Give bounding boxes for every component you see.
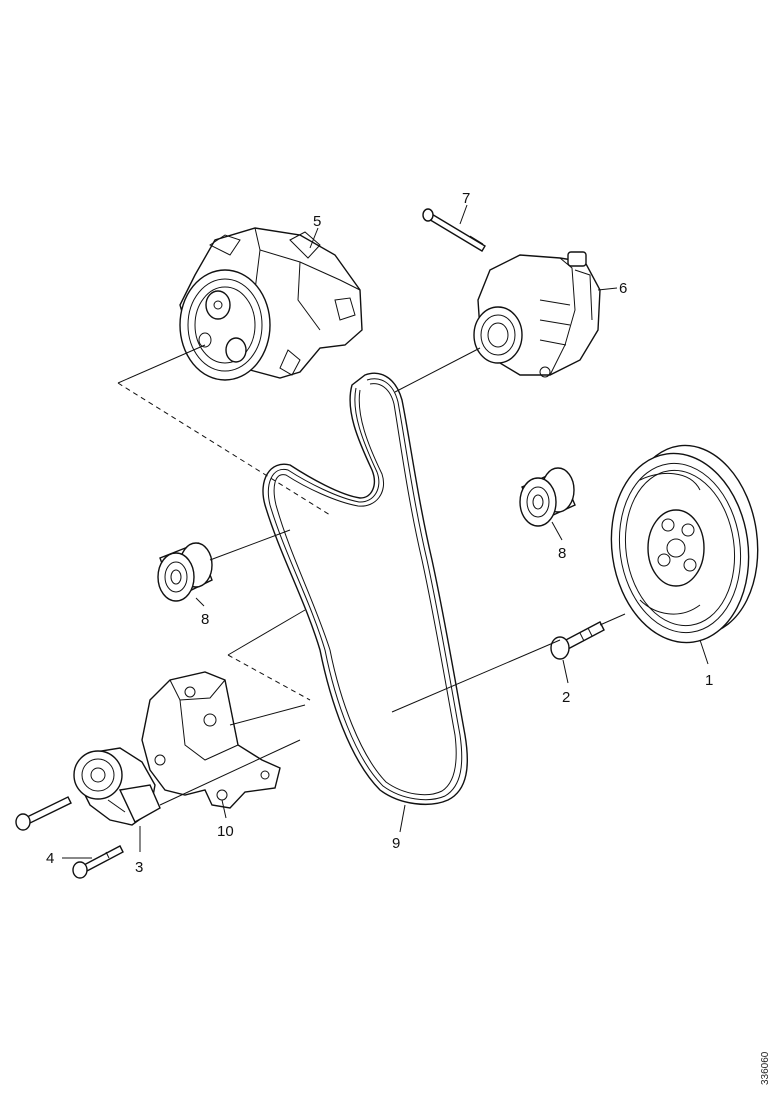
callout-10: 10 bbox=[217, 823, 234, 840]
part-5-label: 5 bbox=[309, 213, 321, 249]
callout-5: 5 bbox=[313, 213, 321, 230]
callout-7: 7 bbox=[462, 190, 470, 207]
part-4-bolts bbox=[15, 796, 124, 879]
part-8-right-label: 8 bbox=[551, 521, 566, 562]
part-1-label: 1 bbox=[699, 639, 713, 689]
callout-2: 2 bbox=[562, 689, 570, 706]
part-8-idler-pulley-left bbox=[157, 542, 213, 602]
part-7-label: 7 bbox=[459, 190, 470, 225]
part-2-label: 2 bbox=[562, 659, 570, 706]
alignment-lines bbox=[117, 344, 626, 806]
callout-9: 9 bbox=[392, 835, 400, 852]
part-1-crankshaft-pulley bbox=[610, 444, 759, 644]
reference-code: 336060 bbox=[760, 1051, 771, 1085]
callout-4: 4 bbox=[46, 850, 54, 867]
part-4-label: 4 bbox=[46, 850, 92, 867]
part-7-bolt bbox=[422, 208, 486, 252]
part-8-idler-pulley-right bbox=[519, 467, 576, 527]
callout-6: 6 bbox=[619, 280, 627, 297]
part-9-label: 9 bbox=[392, 804, 406, 852]
part-6-alternator bbox=[473, 251, 601, 378]
part-9-drive-belt bbox=[262, 372, 468, 805]
part-10-label: 10 bbox=[217, 799, 234, 840]
callout-8-right: 8 bbox=[558, 545, 566, 562]
part-3-label: 3 bbox=[135, 826, 143, 876]
callout-1: 1 bbox=[705, 672, 713, 689]
part-3-tensioner bbox=[73, 747, 161, 826]
part-5-pump-assembly bbox=[179, 227, 363, 381]
part-10-bracket bbox=[141, 671, 281, 809]
part-2-pulley-bolt bbox=[550, 621, 605, 660]
part-6-label: 6 bbox=[597, 280, 627, 297]
callout-8-left: 8 bbox=[201, 611, 209, 628]
part-8-left-label: 8 bbox=[195, 597, 209, 628]
callout-3: 3 bbox=[135, 859, 143, 876]
